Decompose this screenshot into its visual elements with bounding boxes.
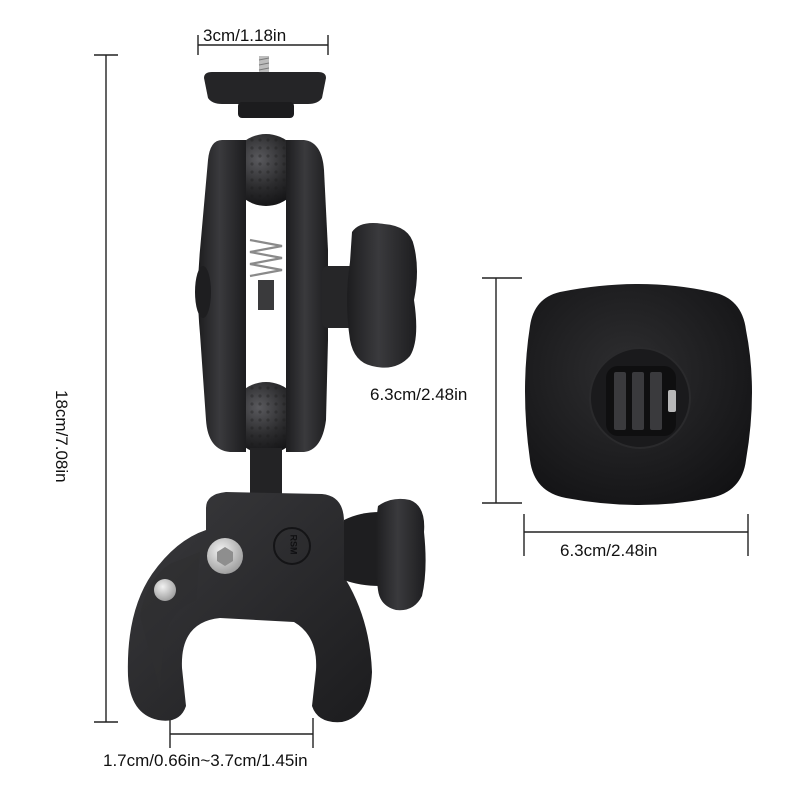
claw-clamp (127, 492, 426, 723)
jaw-pin (154, 579, 176, 601)
lower-ball-joint (230, 382, 302, 500)
clamp-logo-text: RSM (288, 534, 299, 555)
upper-ball-joint (230, 134, 302, 206)
pad-latch (668, 390, 676, 412)
clamp-range-label: 1.7cm/0.66in~3.7cm/1.45in (103, 751, 308, 770)
arm-knob (322, 223, 417, 368)
pad-prong-2 (632, 372, 644, 430)
pad-prong-1 (614, 372, 626, 430)
double-socket-arm (195, 140, 328, 452)
camera-mount-plate (204, 56, 326, 118)
pad-prong-3 (650, 372, 662, 430)
top-width-label: 3cm/1.18in (203, 26, 287, 45)
pad-height-label: 6.3cm/2.48in (370, 385, 468, 404)
pad-width-label: 6.3cm/2.48in (560, 541, 658, 560)
spring (249, 238, 283, 278)
clamp-logo-ring (273, 527, 311, 565)
adhesive-mount-pad (525, 284, 752, 505)
tripod-screw (259, 56, 269, 76)
total-height-label: 18cm/7.08in (52, 390, 71, 483)
dimension-lines (94, 35, 749, 748)
